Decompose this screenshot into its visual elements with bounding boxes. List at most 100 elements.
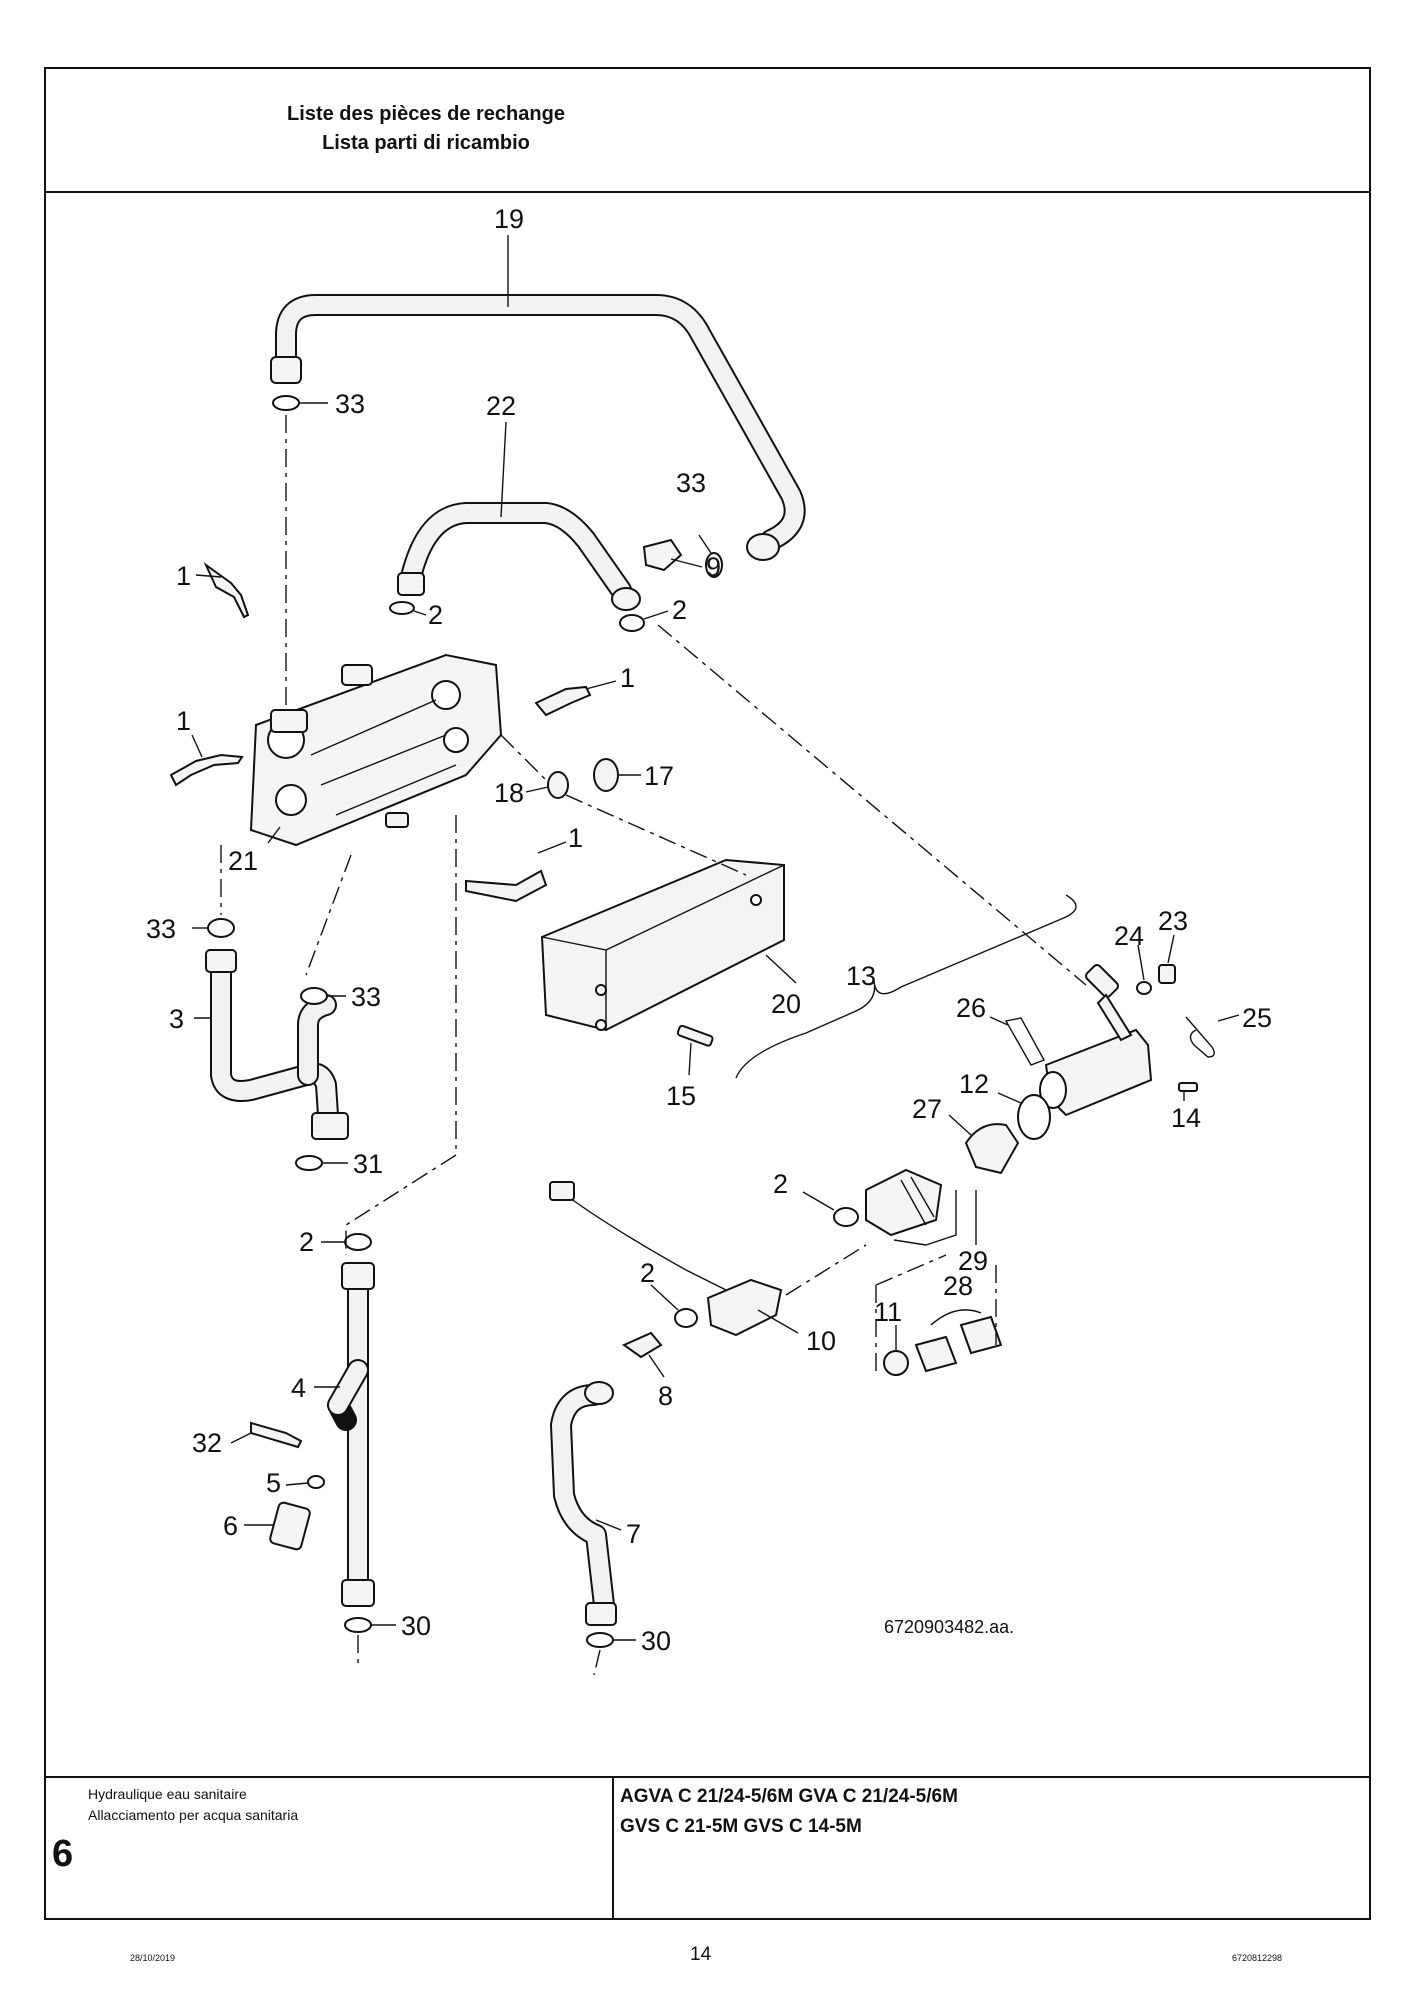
seal-5 [307,1475,325,1489]
restrictor-28a [914,1335,958,1373]
seal-24 [1136,981,1152,995]
callout-13: 13 [846,961,876,991]
leader-32 [230,1432,252,1444]
callout-12: 12 [959,1069,989,1099]
callout-28: 28 [943,1271,973,1301]
callout-15: 15 [666,1081,696,1111]
leader-18 [525,786,549,793]
sensor-6 [269,1501,311,1551]
leader-23 [1167,934,1175,964]
seal-33d [300,987,328,1005]
leader-5 [285,1482,309,1486]
seal-2c [833,1207,859,1227]
callout-2c: 2 [773,1169,788,1199]
leader-1b [585,680,617,690]
exploded-parts-diagram: .part { fill: #f4f4f4; stroke: #111; str… [46,195,1369,1775]
leader-33b [698,534,712,554]
footer: Hydraulique eau sanitaire Allacciamento … [46,1776,1369,1918]
seal-33c [207,918,235,938]
pipe-3 [205,949,349,1140]
clip-1a [203,561,250,619]
header: Liste des pièces de rechange Lista parti… [46,69,1369,193]
clip-26 [1004,1017,1045,1066]
bracket-28 [930,1309,982,1326]
flow-sensor-assembly [1039,963,1153,1117]
callout-1b: 1 [620,663,635,693]
leader-8 [648,1354,665,1378]
models-line-1: AGVA C 21/24-5/6M GVA C 21/24-5/6M [620,1786,958,1807]
restrictor-28b [959,1315,1003,1355]
clip-1d [465,869,548,903]
callout-33c: 33 [146,914,176,944]
hydraulic-block-21 [249,653,503,847]
leader-26 [989,1016,1009,1026]
page-frame [44,67,1371,1920]
pipe-19 [270,294,806,561]
page-date: 28/10/2019 [130,1953,176,1963]
callout-30b: 30 [641,1626,671,1656]
callout-4: 4 [291,1373,306,1403]
callout-18: 18 [494,778,524,808]
sensor-10 [549,1181,783,1337]
footer-divider [612,1778,614,1918]
callout-11: 11 [874,1297,902,1327]
callout-19: 19 [494,204,524,234]
page-number: 14 [690,1944,712,1965]
leader-2c [802,1191,835,1211]
clip-8 [621,1331,663,1359]
pipe-22 [397,502,641,611]
callout-9: 9 [706,552,721,582]
callout-5: 5 [266,1468,281,1498]
callout-2e: 2 [299,1227,314,1257]
section-title-it: Allacciamento per acqua sanitaria [88,1807,299,1823]
clip-1b [534,685,592,717]
callout-27: 27 [912,1094,942,1124]
callout-31: 31 [353,1149,383,1179]
leader-2b [643,610,669,620]
leader-12 [997,1092,1022,1104]
callout-26: 26 [956,993,986,1023]
callout-8: 8 [658,1381,673,1411]
leader-9 [670,558,703,568]
screw-14 [1178,1082,1198,1092]
document-reference: 6720812298 [1232,1953,1283,1963]
leader-1c [191,734,203,758]
callout-10: 10 [806,1326,836,1356]
callout-23: 23 [1158,906,1188,936]
plate-heat-exchanger-20 [540,858,785,1032]
assembly-lines [220,415,1087,1676]
leader-7 [595,1519,622,1531]
clip-25 [1185,1016,1215,1058]
callout-1d: 1 [568,823,583,853]
clip-9 [642,538,683,572]
callout-17: 17 [644,761,674,791]
seal-2e [344,1233,372,1251]
callout-6: 6 [223,1511,238,1541]
seal-30b [586,1632,614,1648]
filter-11 [883,1350,909,1376]
seal-12 [1017,1094,1051,1140]
leader-2d [650,1284,679,1311]
pipe-4 [327,1262,375,1607]
nut-27 [964,1123,1020,1175]
bracket-29 [893,1190,977,1246]
leader-22 [500,421,507,518]
pipe-7 [550,1381,617,1626]
leader-15 [688,1042,692,1076]
callout-24: 24 [1114,921,1144,951]
callout-33b: 33 [676,468,706,498]
dash-group-28 [875,1254,997,1373]
callout-20: 20 [771,989,801,1019]
seal-17 [593,758,619,792]
leader-10 [757,1309,799,1334]
leader-1d [537,841,567,854]
header-title-it: Lista parti di ricambio [322,132,530,154]
seal-30a [344,1617,372,1633]
callout-22: 22 [486,391,516,421]
clip-1c [169,753,244,787]
screw-15 [676,1024,714,1047]
leader-1a [195,574,222,578]
callout-2d: 2 [640,1258,655,1288]
callout-7: 7 [626,1519,641,1549]
models-line-2: GVS C 21-5M GVS C 14-5M [620,1816,862,1837]
